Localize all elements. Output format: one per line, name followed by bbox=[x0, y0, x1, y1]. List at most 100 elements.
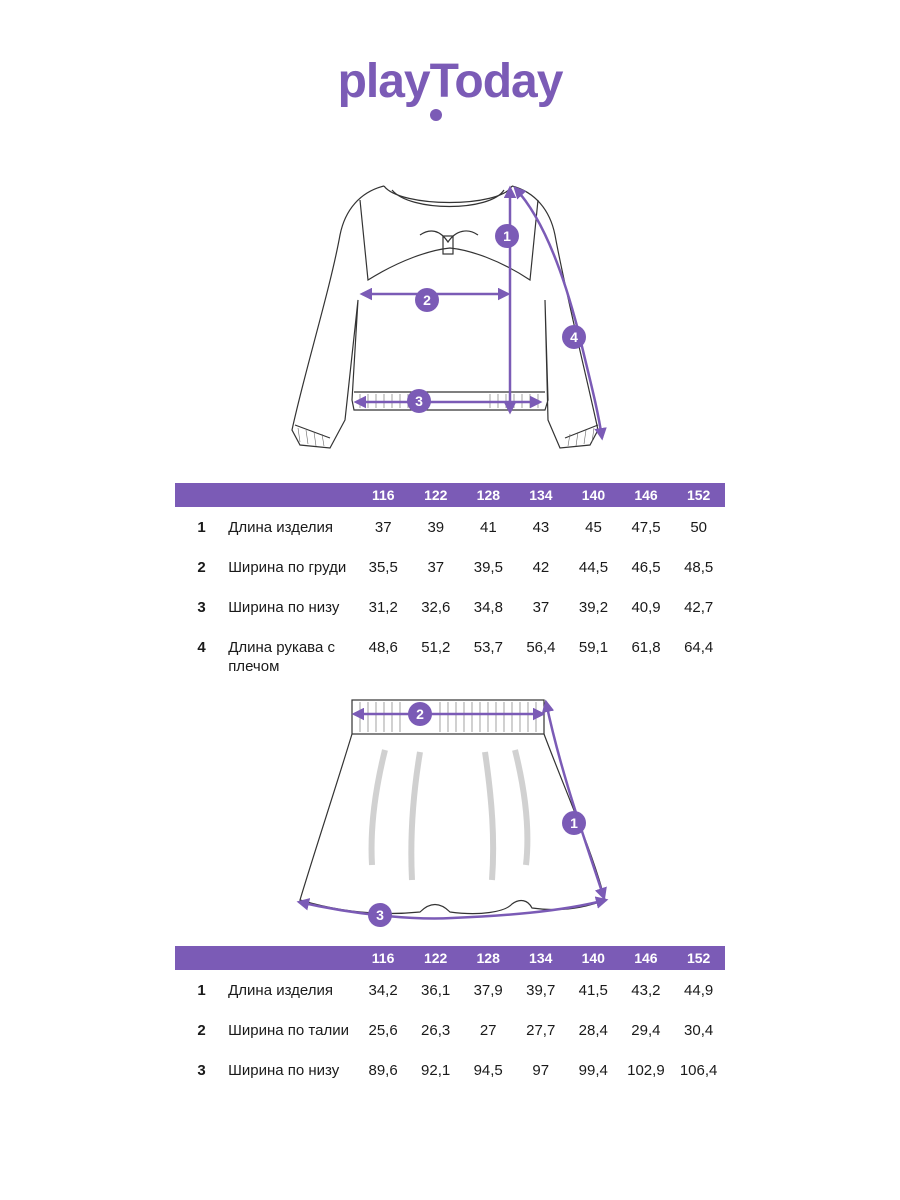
row-value: 59,1 bbox=[578, 639, 609, 656]
row-value: 48,6 bbox=[368, 639, 398, 656]
row-value: 43 bbox=[532, 519, 550, 536]
row-value: 94,5 bbox=[473, 1062, 503, 1079]
row-value: 43,2 bbox=[631, 982, 661, 999]
row-value: 99,4 bbox=[578, 1062, 608, 1079]
row-value: 41,5 bbox=[578, 982, 608, 999]
row-number: 2 bbox=[197, 1022, 206, 1039]
table-row: 4 Длина рукава с плечом 48,6 51,2 53,7 5… bbox=[175, 638, 725, 678]
size-header-cell: 140 bbox=[567, 946, 620, 970]
size-header-row: 116 122 128 134 140 146 152 bbox=[175, 946, 725, 970]
row-value: 28,4 bbox=[578, 1022, 608, 1039]
sweater-callouts: 1 2 3 4 bbox=[407, 224, 586, 413]
callout-1-label: 1 bbox=[570, 815, 578, 831]
callout-2 bbox=[415, 288, 439, 312]
callout-1-label: 1 bbox=[503, 228, 511, 244]
row-value: 64,4 bbox=[684, 639, 714, 656]
callout-2 bbox=[408, 702, 432, 726]
size-header-cell: 140 bbox=[567, 483, 620, 507]
size-header-cell: 122 bbox=[409, 483, 463, 507]
row-name: Ширина по низу bbox=[228, 599, 340, 616]
size-table-sweater: 116 122 128 134 140 146 152 1 Длина изде… bbox=[175, 483, 725, 678]
row-value: 37 bbox=[532, 599, 550, 616]
table-row: 1 Длина изделия 37 39 41 43 45 47,5 50 bbox=[175, 507, 725, 558]
skirt-callouts: 2 1 3 bbox=[368, 702, 586, 927]
row-value: 34,8 bbox=[473, 599, 503, 616]
row-value: 56,4 bbox=[526, 639, 556, 656]
row-value: 34,2 bbox=[368, 982, 398, 999]
row-value: 44,5 bbox=[578, 559, 609, 576]
row-value: 37,9 bbox=[473, 982, 503, 999]
size-table-skirt: 116 122 128 134 140 146 152 1 Длина изде… bbox=[175, 946, 725, 1101]
row-value: 61,8 bbox=[631, 639, 661, 656]
row-name: Длина рукава с плечом bbox=[228, 639, 335, 675]
size-header-cell: 128 bbox=[462, 483, 515, 507]
row-number: 3 bbox=[197, 1062, 206, 1079]
size-header-cell: 146 bbox=[619, 483, 673, 507]
callout-2-label: 2 bbox=[423, 292, 431, 308]
callout-3 bbox=[407, 389, 431, 413]
row-value: 40,9 bbox=[631, 599, 661, 616]
row-value: 42,7 bbox=[684, 599, 714, 616]
size-header-blank bbox=[175, 946, 357, 970]
table-row: 2 Ширина по груди 35,5 37 39,5 42 44,5 4… bbox=[175, 558, 725, 598]
row-value: 27,7 bbox=[526, 1022, 556, 1039]
row-value: 53,7 bbox=[473, 639, 503, 656]
row-name: Ширина по низу bbox=[228, 1062, 340, 1079]
table-row: 3 Ширина по низу 89,6 92,1 94,5 97 99,4 … bbox=[175, 1061, 725, 1101]
table-row: 3 Ширина по низу 31,2 32,6 34,8 37 39,2 … bbox=[175, 598, 725, 638]
row-value: 102,9 bbox=[627, 1062, 665, 1079]
callout-3 bbox=[368, 903, 392, 927]
row-name: Длина изделия bbox=[228, 982, 333, 999]
row-number: 3 bbox=[197, 599, 206, 616]
size-header-cell: 146 bbox=[619, 946, 673, 970]
size-header-cell: 134 bbox=[514, 946, 567, 970]
row-value: 39 bbox=[427, 519, 445, 536]
row-value: 30,4 bbox=[684, 1022, 714, 1039]
callout-3-label: 3 bbox=[376, 907, 384, 923]
logo-text: playToday bbox=[338, 55, 564, 108]
row-value: 31,2 bbox=[368, 599, 398, 616]
logo-graphic: playToday bbox=[338, 55, 565, 121]
row-value: 39,7 bbox=[526, 982, 556, 999]
row-value: 36,1 bbox=[421, 982, 451, 999]
row-value: 27 bbox=[479, 1022, 497, 1039]
row-value: 37 bbox=[427, 559, 445, 576]
row-value: 92,1 bbox=[421, 1062, 451, 1079]
size-header-cell: 152 bbox=[672, 946, 725, 970]
callout-1 bbox=[562, 811, 586, 835]
callout-1 bbox=[495, 224, 519, 248]
brand-logo: playToday bbox=[0, 52, 900, 132]
row-value: 46,5 bbox=[631, 559, 661, 576]
callout-4-label: 4 bbox=[570, 329, 578, 345]
row-value: 29,4 bbox=[631, 1022, 661, 1039]
row-number: 2 bbox=[197, 559, 206, 576]
row-value: 26,3 bbox=[421, 1022, 451, 1039]
callout-3-label: 3 bbox=[415, 393, 423, 409]
size-header-blank bbox=[175, 483, 357, 507]
row-value: 45 bbox=[585, 519, 602, 536]
row-value: 106,4 bbox=[679, 1062, 718, 1079]
row-value: 41 bbox=[480, 519, 497, 536]
callout-4 bbox=[562, 325, 586, 349]
row-value: 39,2 bbox=[578, 599, 609, 616]
row-value: 35,5 bbox=[368, 559, 398, 576]
row-name: Длина изделия bbox=[228, 519, 334, 536]
row-value: 37 bbox=[374, 519, 392, 536]
size-header-cell: 134 bbox=[514, 483, 568, 507]
row-value: 50 bbox=[690, 519, 707, 536]
row-value: 51,2 bbox=[421, 639, 451, 656]
size-header-cell: 128 bbox=[461, 946, 515, 970]
skirt-svg: 2 1 3 bbox=[296, 699, 609, 927]
size-header-cell: 116 bbox=[356, 483, 410, 507]
row-number: 1 bbox=[197, 519, 206, 536]
size-header-row: 116 122 128 134 140 146 152 bbox=[175, 483, 725, 507]
row-name: Ширина по груди bbox=[228, 559, 347, 576]
row-value: 47,5 bbox=[631, 519, 661, 536]
sweater-drawing: 1 2 3 4 bbox=[0, 180, 900, 465]
skirt-drawing: 2 1 3 bbox=[0, 690, 900, 930]
table-row: 1 Длина изделия 34,2 36,1 37,9 39,7 41,5… bbox=[175, 970, 725, 1021]
callout-2-label: 2 bbox=[416, 706, 424, 722]
size-header-cell: 152 bbox=[672, 483, 725, 507]
row-number: 1 bbox=[197, 982, 206, 999]
row-value: 25,6 bbox=[368, 1022, 398, 1039]
